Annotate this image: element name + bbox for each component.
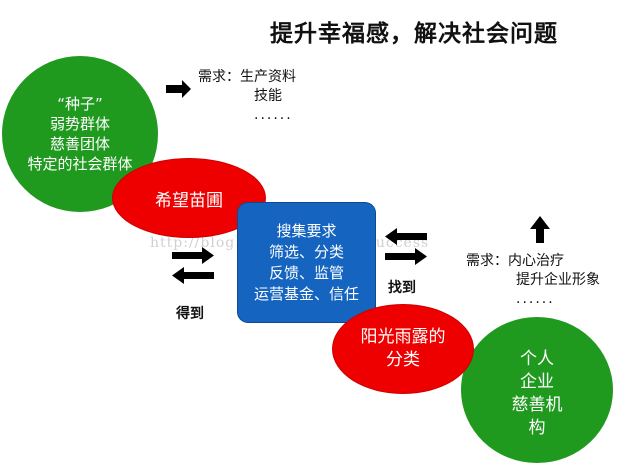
donor-line: 构 [528,418,546,438]
donor-need: 需求：内心治疗 提升企业形象 ...... [466,252,600,309]
donor-circle: 个人 企业 慈善机 构 [461,317,613,463]
seed-line: 慈善团体 [49,135,110,153]
sun-line: 分类 [386,350,420,370]
need-dots: ...... [516,291,555,307]
need-dots: ...... [254,107,293,123]
need-prefix: 需求： [198,69,240,85]
need-item: 技能 [254,88,282,104]
seed-line: “种子” [57,95,103,113]
process-line: 反馈、监管 [268,263,344,282]
sunshine-rain-ellipse: 阳光雨露的 分类 [332,304,474,394]
need-item: 生产资料 [240,69,296,85]
get-label: 得到 [176,306,204,322]
arrow-right-get-icon [172,247,214,264]
need-item: 内心治疗 [508,253,564,269]
find-label: 找到 [388,280,416,296]
seed-line: 弱势群体 [49,115,110,133]
arrow-right-find-icon [385,248,427,265]
arrow-right-seed-icon [166,80,191,98]
need-item: 提升企业形象 [516,272,600,288]
need-prefix: 需求： [466,253,508,269]
donor-line: 个人 [520,349,554,369]
seed-need: 需求：生产资料 技能 ...... [198,68,296,125]
arrow-left-get-icon [172,267,214,284]
sun-line: 阳光雨露的 [360,327,446,347]
process-box: 搜集要求 筛选、分类 反馈、监管 运营基金、信任 [238,203,375,322]
page-title: 提升幸福感，解决社会问题 [270,20,558,47]
arrow-up-icon [530,216,550,243]
process-line: 搜集要求 [276,221,337,240]
arrow-left-find-icon [385,228,427,245]
process-line: 运营基金、信任 [253,284,359,303]
hope-label: 希望苗圃 [155,190,223,211]
process-line: 筛选、分类 [268,242,344,261]
seed-line: 特定的社会群体 [27,155,133,173]
donor-line: 企业 [520,372,554,392]
donor-line: 慈善机 [511,395,563,415]
